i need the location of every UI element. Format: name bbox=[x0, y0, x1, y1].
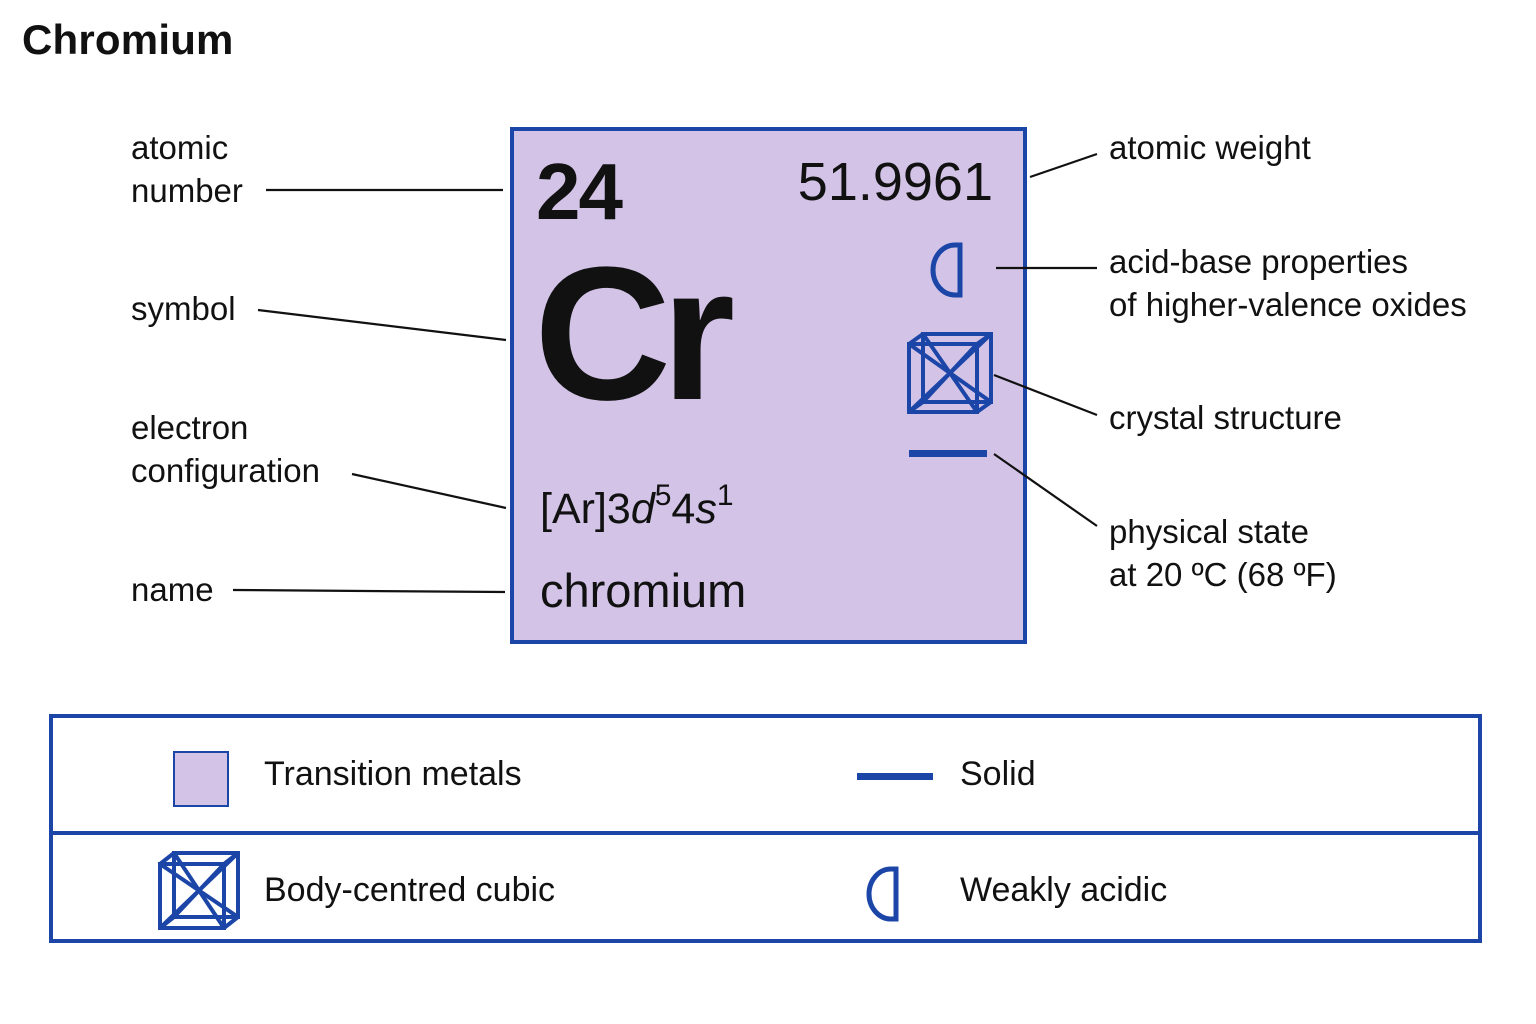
config-d-orbital: d bbox=[630, 485, 655, 533]
label-acid-base-line2: of higher-valence oxides bbox=[1109, 286, 1467, 323]
label-acid-base-line1: acid-base properties bbox=[1109, 243, 1408, 280]
solid-bar-icon bbox=[909, 450, 987, 457]
leader-name bbox=[232, 588, 506, 594]
leader-symbol bbox=[257, 308, 507, 342]
label-atomic-number-line1: atomic bbox=[131, 129, 229, 166]
label-physical-state-line1: physical state bbox=[1109, 513, 1309, 550]
config-s-count: 1 bbox=[716, 479, 734, 512]
label-physical-state-line2: at 20 ºC (68 ºF) bbox=[1109, 556, 1337, 593]
leader-atomic-weight bbox=[1029, 152, 1098, 179]
element-symbol: Cr bbox=[534, 228, 735, 440]
legend-divider bbox=[53, 831, 1478, 835]
element-name: chromium bbox=[540, 564, 747, 617]
page-title: Chromium bbox=[22, 16, 234, 63]
label-electron-configuration-line1: electron bbox=[131, 409, 249, 446]
legend-body-centred-cubic-icon bbox=[158, 851, 240, 930]
legend-category: Transition metals bbox=[264, 755, 522, 793]
legend-state: Solid bbox=[960, 755, 1036, 793]
label-atomic-weight: atomic weight bbox=[1109, 129, 1311, 166]
legend-acidity: Weakly acidic bbox=[960, 871, 1168, 909]
config-d-count: 5 bbox=[654, 479, 672, 512]
transition-metals-swatch-icon bbox=[173, 751, 229, 807]
config-core: [Ar]3 bbox=[540, 485, 631, 533]
electron-configuration: [Ar]3d54s1 bbox=[540, 481, 734, 534]
label-physical-state: physical state at 20 ºC (68 ºF) bbox=[1109, 510, 1337, 596]
atomic-weight: 51.9961 bbox=[797, 152, 993, 212]
config-s-orbital: s bbox=[695, 485, 717, 533]
label-crystal-structure: crystal structure bbox=[1109, 399, 1342, 436]
label-name: name bbox=[131, 571, 214, 608]
label-electron-configuration: electron configuration bbox=[131, 406, 320, 492]
half-circle-icon bbox=[930, 242, 963, 298]
leader-electron-configuration bbox=[351, 472, 507, 510]
legend-solid-bar-icon bbox=[857, 773, 933, 780]
label-electron-configuration-line2: configuration bbox=[131, 452, 320, 489]
config-shell: 4 bbox=[671, 485, 696, 533]
atomic-number: 24 bbox=[536, 147, 623, 236]
label-atomic-number-line2: number bbox=[131, 172, 243, 209]
legend-crystal: Body-centred cubic bbox=[264, 871, 556, 909]
legend: Transition metals Solid Body-centred cub… bbox=[49, 714, 1482, 943]
label-symbol: symbol bbox=[131, 290, 236, 327]
legend-half-circle-icon bbox=[866, 866, 899, 922]
label-atomic-number: atomic number bbox=[131, 126, 243, 212]
body-centred-cubic-icon bbox=[907, 332, 993, 414]
label-acid-base: acid-base properties of higher-valence o… bbox=[1109, 240, 1467, 326]
